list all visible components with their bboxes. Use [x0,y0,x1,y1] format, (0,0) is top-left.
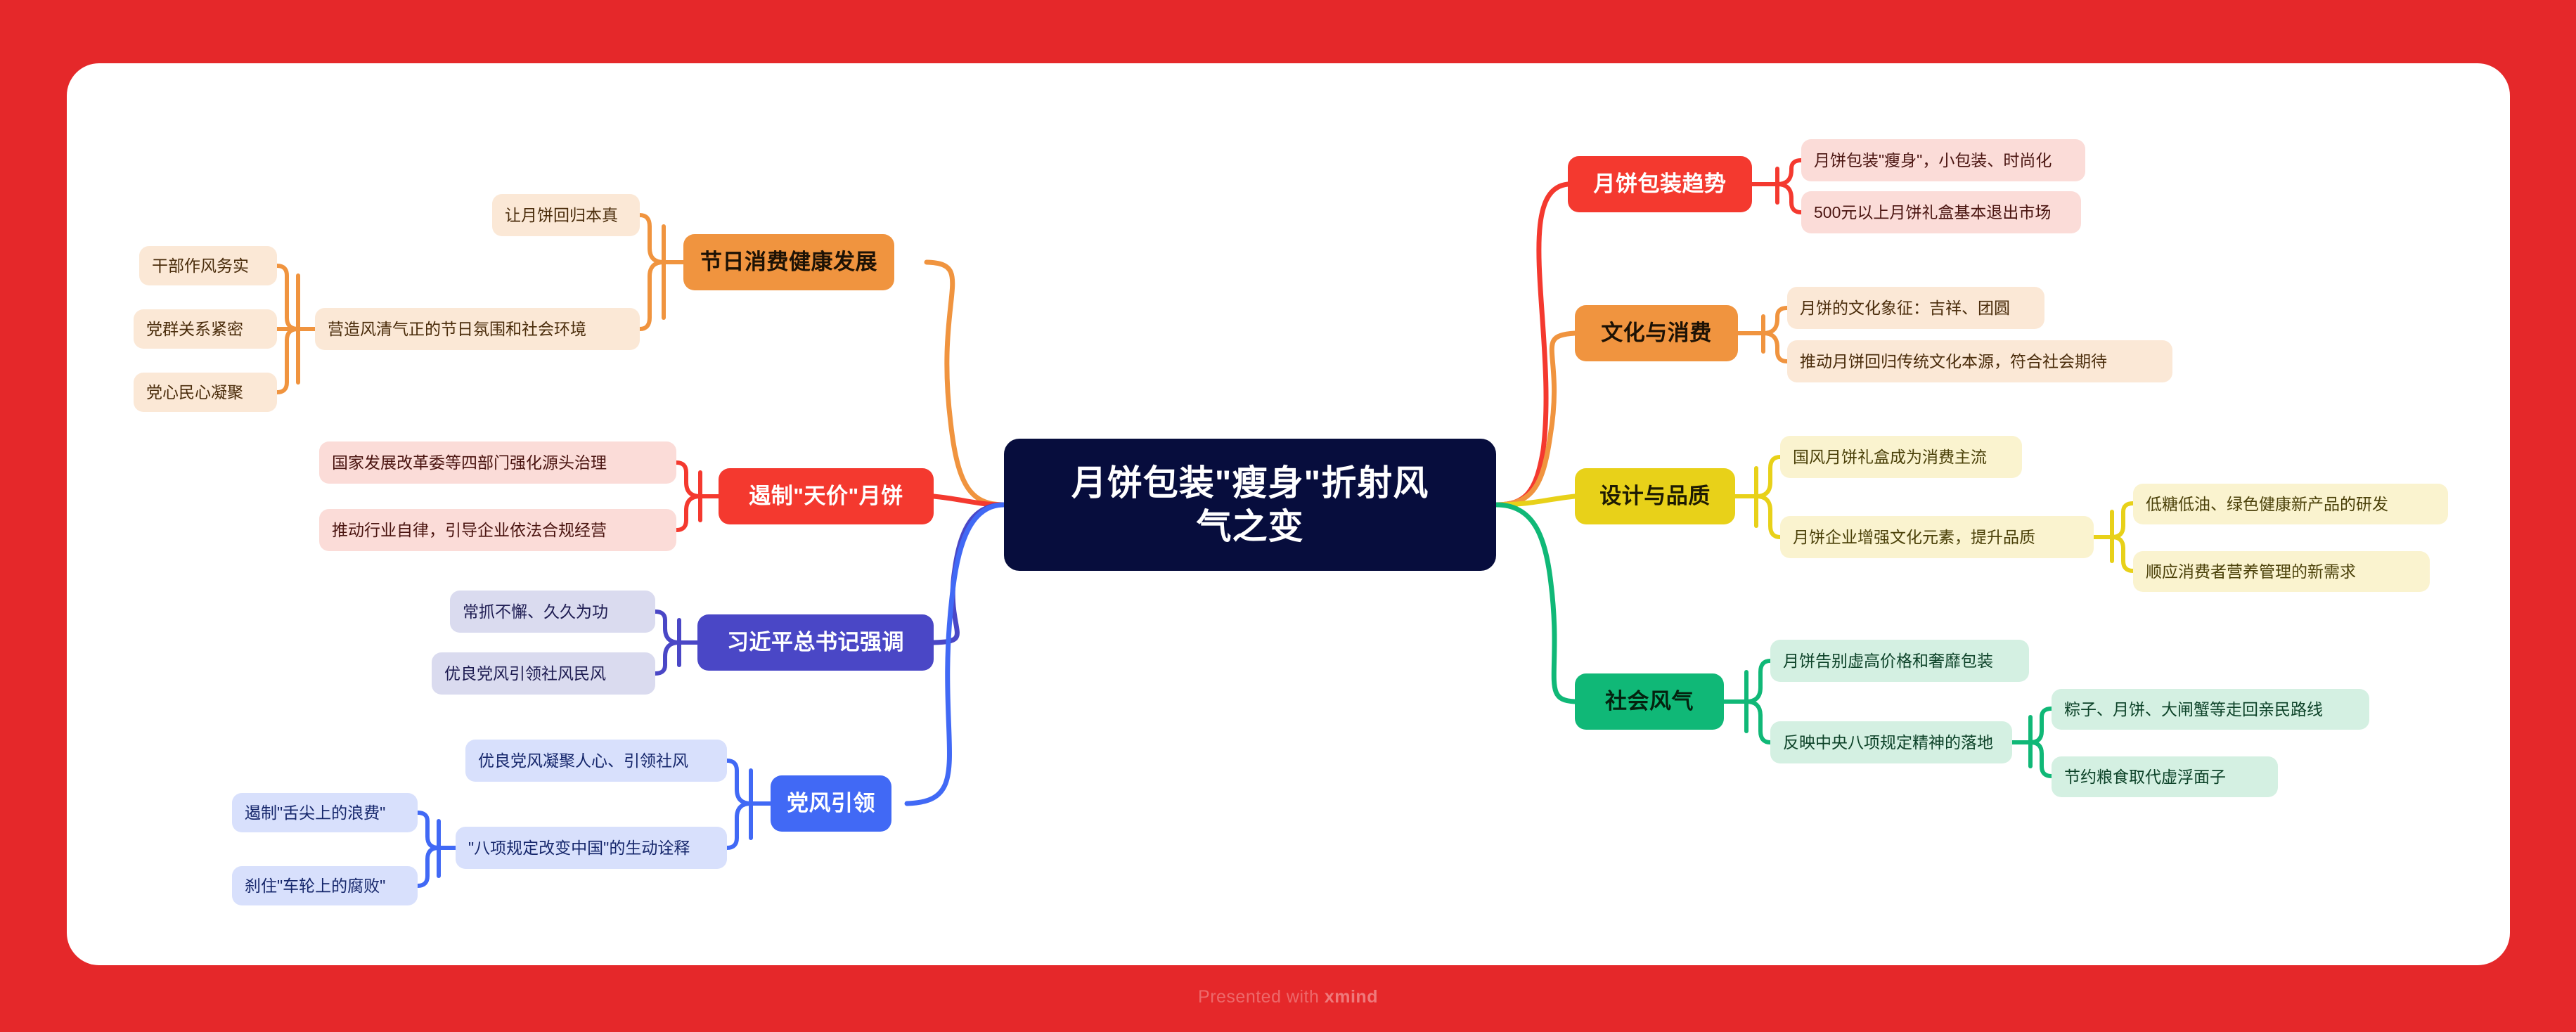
leaf-node-party-2-1[interactable]: 遏制"舌尖上的浪费" [232,793,418,832]
leaf-label: 国家发展改革委等四部门强化源头治理 [332,453,607,472]
leaf-node-party-1[interactable]: 优良党风凝聚人心、引领社风 [465,740,727,782]
leaf-label: 低糖低油、绿色健康新产品的研发 [2146,494,2388,513]
branch-node-festival-consumption[interactable]: 节日消费健康发展 [683,234,894,290]
branch-node-party-conduct[interactable]: 党风引领 [771,775,891,832]
branch-label: 文化与消费 [1601,320,1712,345]
leaf-label: 优良党风引领社风民风 [444,664,606,683]
branch-node-packaging-trend[interactable]: 月饼包装趋势 [1568,156,1752,212]
leaf-label: 党群关系紧密 [146,319,243,338]
footer-watermark: Presented with xmind [0,987,2576,1007]
leaf-label: 刹住"车轮上的腐败" [245,876,386,895]
leaf-node-design-1[interactable]: 国风月饼礼盒成为消费主流 [1780,436,2022,478]
leaf-label: 优良党风凝聚人心、引领社风 [478,751,688,770]
leaf-node-party-2-2[interactable]: 刹住"车轮上的腐败" [232,866,418,905]
leaf-label: 月饼包装"瘦身"，小包装、时尚化 [1814,150,2052,169]
leaf-node-packaging-trend-1[interactable]: 月饼包装"瘦身"，小包装、时尚化 [1801,139,2085,181]
leaf-label: 顺应消费者营养管理的新需求 [2146,562,2356,581]
branch-label: 习近平总书记强调 [727,629,904,654]
leaf-label: 月饼的文化象征：吉祥、团圆 [1800,298,2010,317]
branch-label: 党风引领 [787,790,875,815]
leaf-node-festival-2[interactable]: 营造风清气正的节日氛围和社会环境 [315,308,640,350]
leaf-node-social-2[interactable]: 反映中央八项规定精神的落地 [1770,721,2012,763]
leaf-node-festival-2-1[interactable]: 干部作风务实 [139,246,277,285]
leaf-label: 遏制"舌尖上的浪费" [245,803,386,822]
root-node[interactable]: 月饼包装"瘦身"折射风 气之变 [1004,439,1496,571]
branch-label: 节日消费健康发展 [700,249,877,274]
leaf-label: 节约粮食取代虚浮面子 [2064,767,2226,786]
leaf-node-social-2-2[interactable]: 节约粮食取代虚浮面子 [2052,756,2278,797]
leaf-label: 月饼企业增强文化元素，提升品质 [1793,527,2035,546]
leaf-label: 粽子、月饼、大闸蟹等走回亲民路线 [2064,699,2323,718]
leaf-node-packaging-trend-2[interactable]: 500元以上月饼礼盒基本退出市场 [1801,191,2081,233]
branch-label: 遏制"天价"月饼 [749,483,903,508]
leaf-label: "八项规定改变中国"的生动诠释 [468,838,690,857]
branch-node-social-climate[interactable]: 社会风气 [1575,673,1724,730]
leaf-label: 500元以上月饼礼盒基本退出市场 [1814,202,2052,221]
leaf-node-secretary-2[interactable]: 优良党风引领社风民风 [432,652,655,695]
leaf-node-social-1[interactable]: 月饼告别虚高价格和奢靡包装 [1770,640,2029,682]
branch-node-general-secretary[interactable]: 习近平总书记强调 [697,614,934,671]
leaf-label: 让月饼回归本真 [505,205,618,224]
branch-label: 社会风气 [1605,688,1694,714]
leaf-label: 干部作风务实 [152,256,249,275]
leaf-label: 国风月饼礼盒成为消费主流 [1793,447,1987,466]
branch-node-curb-luxury-mooncake[interactable]: 遏制"天价"月饼 [719,468,934,524]
leaf-label: 推动月饼回归传统文化本源，符合社会期待 [1800,351,2107,370]
leaf-node-design-2-2[interactable]: 顺应消费者营养管理的新需求 [2133,551,2430,592]
leaf-label: 营造风清气正的节日氛围和社会环境 [328,319,586,338]
leaf-label: 反映中央八项规定精神的落地 [1783,733,1993,752]
leaf-node-festival-1[interactable]: 让月饼回归本真 [492,194,640,236]
leaf-node-secretary-1[interactable]: 常抓不懈、久久为功 [450,591,655,633]
leaf-node-festival-2-2[interactable]: 党群关系紧密 [134,309,277,349]
leaf-node-culture-2[interactable]: 推动月饼回归传统文化本源，符合社会期待 [1787,340,2172,382]
branch-node-culture-consumption[interactable]: 文化与消费 [1575,305,1738,361]
branch-label: 月饼包装趋势 [1593,171,1727,196]
leaf-label: 月饼告别虚高价格和奢靡包装 [1783,651,1993,670]
leaf-node-curb-2[interactable]: 推动行业自律，引导企业依法合规经营 [319,509,676,551]
leaf-node-design-2-1[interactable]: 低糖低油、绿色健康新产品的研发 [2133,484,2448,524]
leaf-node-curb-1[interactable]: 国家发展改革委等四部门强化源头治理 [319,441,676,484]
branch-label: 设计与品质 [1599,483,1711,508]
footer-brand: xmind [1324,987,1378,1007]
leaf-node-festival-2-3[interactable]: 党心民心凝聚 [134,373,277,412]
leaf-node-social-2-1[interactable]: 粽子、月饼、大闸蟹等走回亲民路线 [2052,689,2369,730]
leaf-node-culture-1[interactable]: 月饼的文化象征：吉祥、团圆 [1787,287,2044,329]
leaf-label: 党心民心凝聚 [146,382,243,401]
leaf-node-design-2[interactable]: 月饼企业增强文化元素，提升品质 [1780,516,2094,558]
leaf-label: 常抓不懈、久久为功 [463,602,608,621]
root-label-line2: 气之变 [1196,507,1304,546]
leaf-node-party-2[interactable]: "八项规定改变中国"的生动诠释 [456,827,727,869]
branch-node-design-quality[interactable]: 设计与品质 [1575,468,1735,524]
footer-prefix: Presented with [1198,987,1325,1007]
leaf-label: 推动行业自律，引导企业依法合规经营 [332,520,607,539]
root-label-line1: 月饼包装"瘦身"折射风 [1071,463,1429,503]
